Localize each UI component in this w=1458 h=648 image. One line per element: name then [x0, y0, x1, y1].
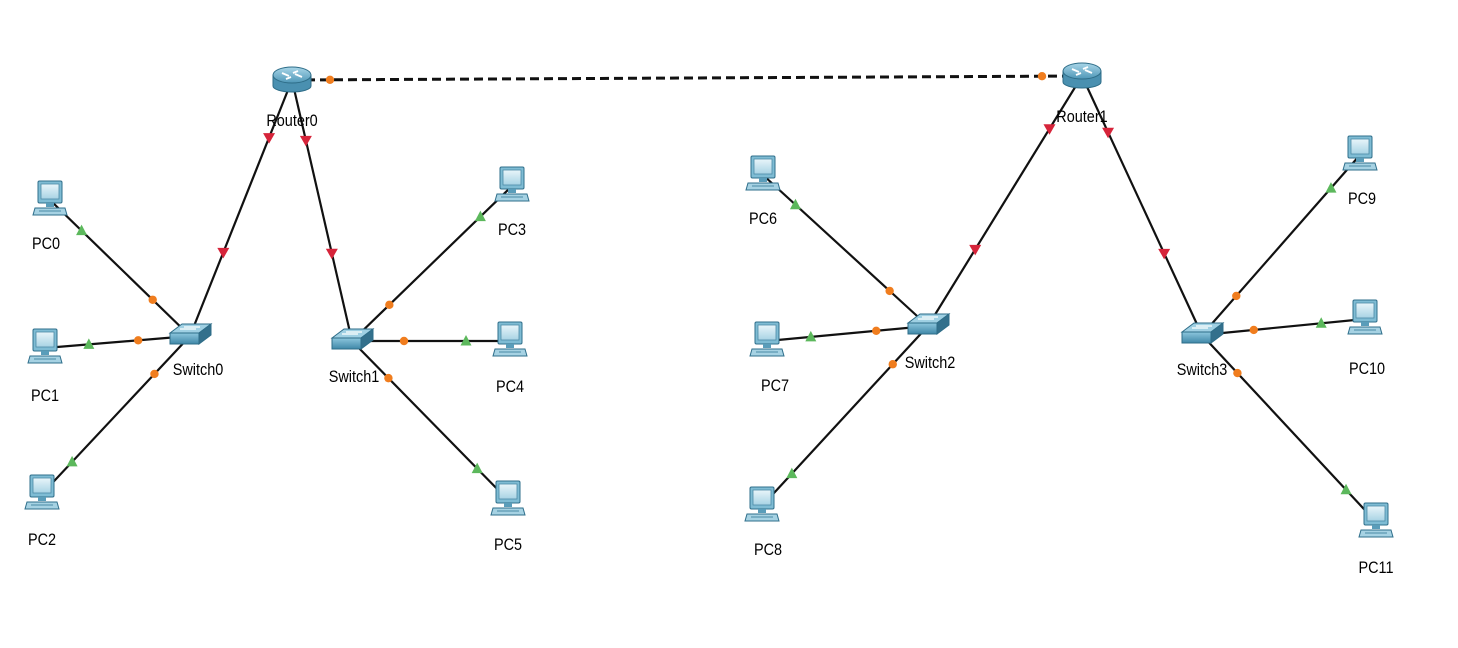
switch1-switch-icon[interactable]: [330, 328, 375, 350]
link-router0-switch1[interactable]: [290, 79, 354, 342]
port-marker-pc9-14: [1325, 182, 1337, 193]
port-marker-switch2-13: [888, 360, 897, 369]
router1-label: Router1: [1056, 108, 1107, 126]
links-layer: [41, 74, 1377, 523]
link-router0-switch0[interactable]: [188, 79, 294, 337]
port-marker-pc3-8: [474, 210, 486, 222]
pc0-pc-icon[interactable]: [32, 180, 68, 216]
port-marker-pc4-9: [460, 335, 472, 346]
pc8-pc-icon[interactable]: [744, 486, 780, 522]
pc3-label: PC3: [498, 221, 526, 239]
link-router1-switch3[interactable]: [1081, 75, 1203, 336]
link-pc5-switch1[interactable]: [351, 340, 509, 501]
port-marker-router0-2: [299, 135, 312, 147]
link-router0-router1[interactable]: [291, 74, 1083, 82]
switch2-switch-icon[interactable]: [906, 313, 951, 335]
pc7-pc-icon[interactable]: [749, 321, 785, 357]
pc1-pc-icon[interactable]: [27, 328, 63, 364]
port-marker-switch2-11: [885, 286, 894, 296]
pc11-label: PC11: [1358, 559, 1393, 577]
pc9-label: PC9: [1348, 190, 1376, 208]
link-pc9-switch3[interactable]: [1201, 154, 1361, 336]
port-marker-pc2-7: [66, 455, 78, 467]
port-marker-pc8-13: [786, 467, 798, 479]
port-marker-pc10-15: [1315, 317, 1327, 328]
pc5-label: PC5: [494, 536, 522, 554]
port-markers-layer: [66, 72, 1352, 495]
port-marker-router0-1: [263, 133, 276, 144]
switch0-label: Switch0: [173, 361, 224, 379]
port-marker-pc7-12: [805, 330, 817, 342]
pc4-pc-icon[interactable]: [492, 321, 528, 357]
port-marker-router1-3: [1043, 124, 1056, 135]
pc6-label: PC6: [749, 210, 777, 228]
link-router1-switch2[interactable]: [927, 75, 1083, 327]
port-marker-switch1-9: [399, 336, 409, 346]
port-marker-switch3-14: [1232, 291, 1241, 301]
link-pc7-switch2[interactable]: [766, 324, 929, 343]
port-marker-pc6-11: [789, 198, 801, 210]
port-marker-switch0-6: [133, 336, 143, 345]
link-pc10-switch3[interactable]: [1201, 317, 1366, 337]
pc7-label: PC7: [761, 377, 789, 395]
pc2-pc-icon[interactable]: [24, 474, 60, 510]
port-marker-switch1-2: [325, 248, 338, 260]
switch3-label: Switch3: [1177, 361, 1228, 379]
port-marker-switch3-16: [1233, 368, 1242, 378]
link-pc8-switch2[interactable]: [761, 325, 929, 507]
switch0-switch-icon[interactable]: [168, 323, 213, 345]
port-marker-router0-0: [325, 75, 335, 85]
port-marker-switch3-4: [1158, 248, 1171, 260]
port-marker-switch1-8: [385, 300, 394, 310]
switch3-switch-icon[interactable]: [1180, 322, 1225, 344]
pc4-label: PC4: [496, 378, 524, 396]
port-marker-pc0-5: [76, 224, 88, 236]
pc8-label: PC8: [754, 541, 782, 559]
pc6-pc-icon[interactable]: [745, 155, 781, 191]
port-marker-pc5-10: [471, 462, 483, 474]
devices-layer: [24, 62, 1394, 538]
port-marker-switch2-12: [872, 326, 881, 336]
port-marker-switch0-7: [150, 369, 159, 379]
port-marker-switch3-15: [1249, 325, 1258, 335]
link-pc1-switch0[interactable]: [44, 334, 191, 350]
port-marker-switch1-10: [384, 373, 393, 383]
link-pc3-switch1[interactable]: [351, 185, 513, 342]
port-marker-switch2-3: [969, 244, 982, 256]
pc10-pc-icon[interactable]: [1347, 299, 1383, 335]
link-pc6-switch2[interactable]: [762, 174, 929, 327]
router1-router-icon[interactable]: [1062, 62, 1102, 89]
port-marker-router1-4: [1102, 127, 1115, 139]
port-marker-switch0-5: [148, 295, 157, 304]
switch1-label: Switch1: [329, 368, 380, 386]
pc3-pc-icon[interactable]: [494, 166, 530, 202]
pc1-label: PC1: [31, 387, 59, 405]
pc9-pc-icon[interactable]: [1342, 135, 1378, 171]
link-pc0-switch0[interactable]: [49, 199, 191, 337]
pc10-label: PC10: [1349, 360, 1385, 378]
port-marker-switch0-1: [217, 247, 230, 259]
pc11-pc-icon[interactable]: [1358, 502, 1394, 538]
router0-router-icon[interactable]: [272, 66, 312, 93]
link-pc2-switch0[interactable]: [41, 335, 191, 495]
port-marker-router1-0: [1037, 72, 1047, 81]
pc2-label: PC2: [28, 531, 56, 549]
port-marker-pc11-16: [1340, 483, 1352, 495]
pc0-label: PC0: [32, 235, 60, 253]
port-marker-pc1-6: [83, 338, 95, 349]
router0-label: Router0: [266, 112, 318, 130]
pc5-pc-icon[interactable]: [490, 480, 526, 516]
switch2-label: Switch2: [905, 354, 956, 372]
